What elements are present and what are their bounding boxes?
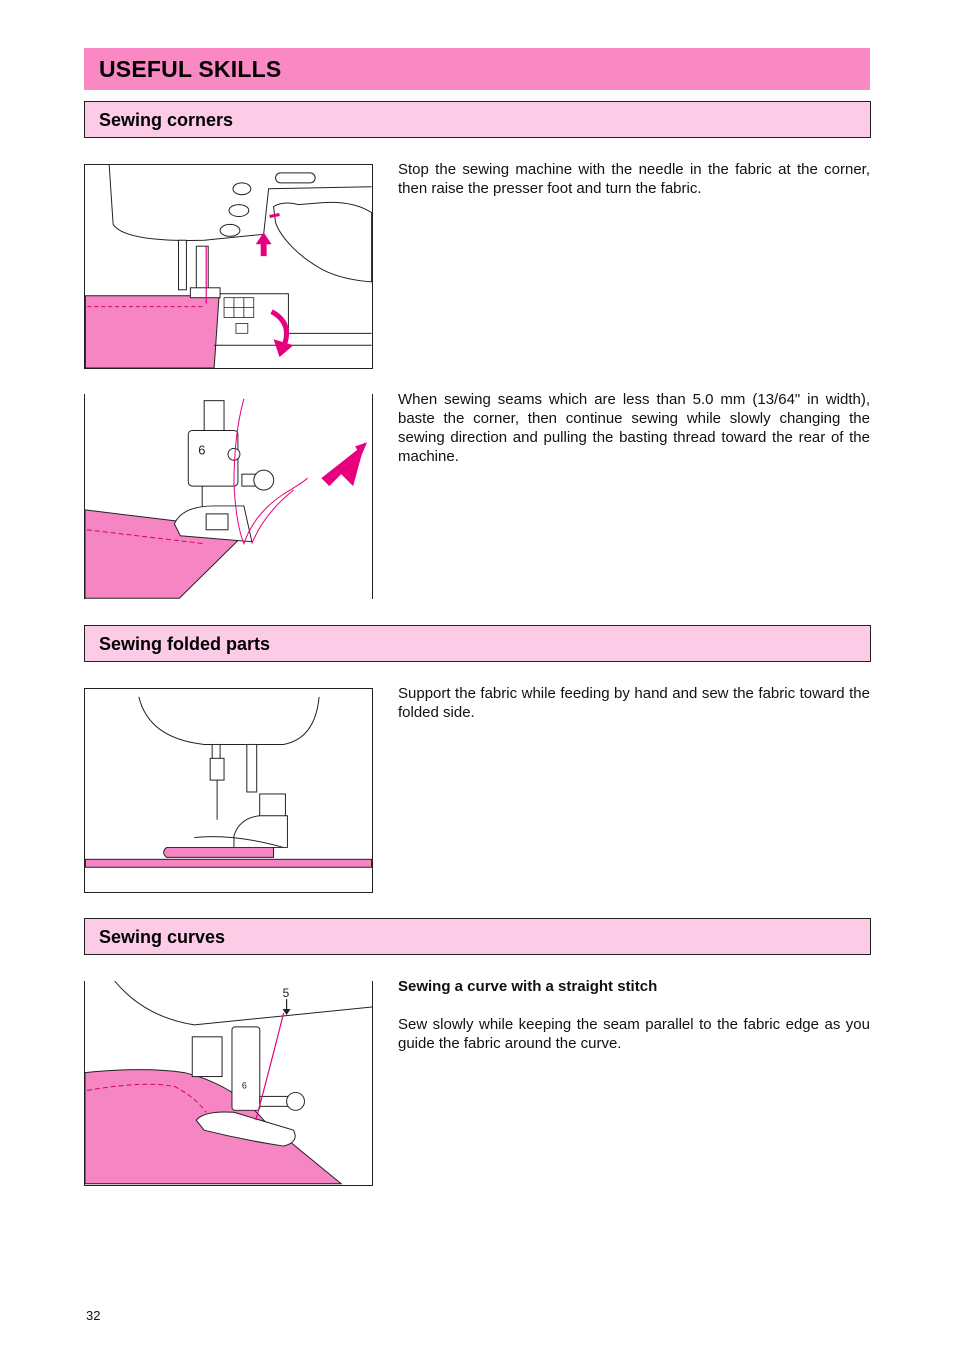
folded-fabric-illustration: [85, 696, 372, 868]
corners-instruction-1: Stop the sewing machine with the needle …: [398, 161, 870, 197]
page-title-bar: USEFUL SKILLS: [84, 48, 870, 90]
corners-instruction-2: When sewing seams which are less than 5.…: [398, 391, 870, 465]
section-header-sewing-curves: Sewing curves: [84, 918, 871, 955]
illustration-curve-stitch: 5 6: [84, 981, 373, 1186]
pattern-number-label: 5: [283, 986, 290, 1000]
illustration-folded-fabric: [84, 688, 373, 893]
page-title: USEFUL SKILLS: [99, 56, 282, 82]
section-title: Sewing curves: [99, 927, 226, 947]
curves-subtitle-wrap: Sewing a curve with a straight stitch: [398, 977, 870, 996]
curves-subtitle: Sewing a curve with a straight stitch: [398, 978, 658, 995]
section-header-sewing-folded-parts: Sewing folded parts: [84, 625, 871, 662]
curves-instruction: Sew slowly while keeping the seam parall…: [398, 1016, 870, 1052]
curve-stitch-illustration: 5 6: [85, 981, 372, 1185]
folded-instruction: Support the fabric while feeding by hand…: [398, 685, 870, 721]
section-header-sewing-corners: Sewing corners: [84, 101, 871, 138]
illustration-baste-corner: 6: [84, 394, 373, 599]
illustration-raise-presser-foot: [84, 164, 373, 369]
foot-number-label: 6: [242, 1080, 247, 1090]
sewing-machine-corner-illustration: [85, 165, 372, 368]
section-title: Sewing folded parts: [99, 634, 271, 654]
section-title: Sewing corners: [99, 110, 234, 130]
presser-foot-basting-illustration: 6: [85, 398, 368, 599]
page-number: 32: [86, 1308, 101, 1323]
foot-number-label: 6: [198, 442, 205, 457]
